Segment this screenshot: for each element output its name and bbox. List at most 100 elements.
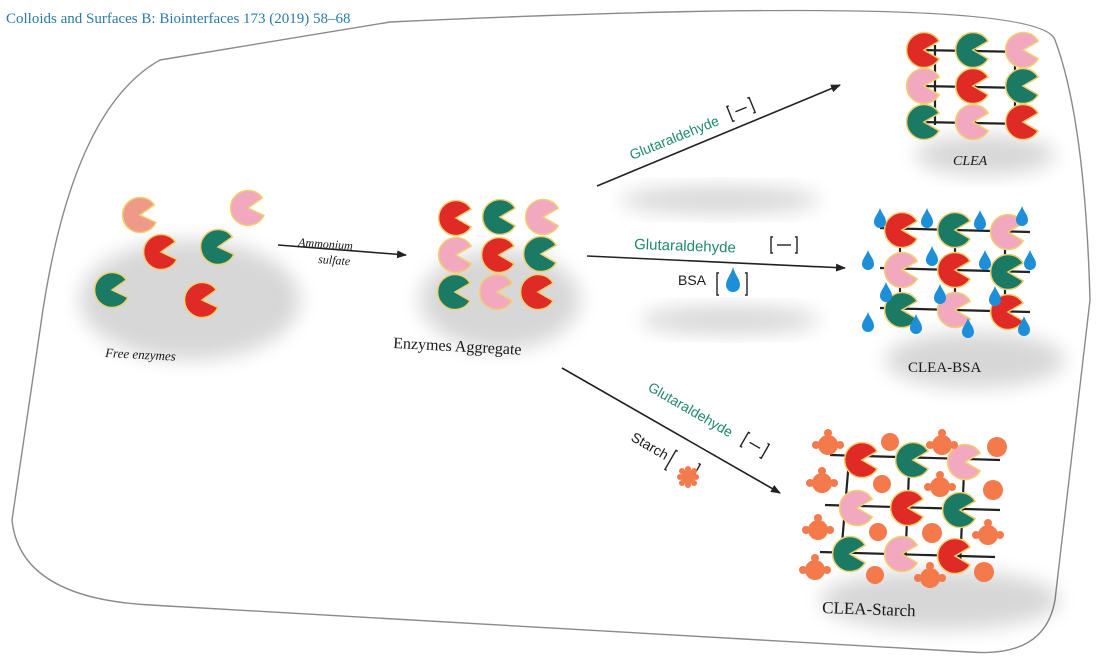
glutaraldehyde-dash-icon [770, 236, 798, 254]
bsa-drop-icon [862, 312, 874, 332]
pacman-enzyme-icon [936, 211, 972, 249]
starch-gear-icon [808, 520, 828, 540]
free-enzymes-group [93, 189, 265, 319]
free-enzymes-label: Free enzymes [104, 345, 176, 364]
pacman-enzyme-icon [889, 489, 925, 527]
bsa-drop-icon [716, 267, 748, 296]
starch-gear-icon [987, 437, 1007, 457]
pacman-enzyme-icon [838, 489, 874, 527]
pacman-enzyme-icon [883, 291, 919, 329]
pacman-enzyme-icon [936, 291, 972, 329]
clea-bsa-arrow [586, 255, 846, 272]
glutaraldehyde-top-label: Glutaraldehyde [627, 112, 721, 162]
pacman-enzyme-icon [954, 31, 990, 69]
pacman-enzyme-icon [946, 443, 982, 481]
starch-gear-icon [812, 473, 832, 493]
pacman-enzyme-icon [941, 491, 977, 529]
pacman-enzyme-icon [522, 235, 558, 273]
pacman-enzyme-icon [831, 535, 867, 573]
glutaraldehyde-top-group: Glutaraldehyde [627, 96, 757, 163]
starch-gear-icon [866, 566, 884, 584]
glutaraldehyde-dash-icon [725, 96, 757, 123]
pacman-enzyme-icon [1004, 67, 1040, 105]
pacman-enzyme-icon [989, 253, 1025, 291]
pacman-enzyme-icon [883, 535, 919, 573]
starch-gear-icon [805, 560, 825, 580]
pacman-enzyme-icon [519, 273, 555, 311]
clea-starch-label: CLEA-Starch [822, 598, 917, 620]
sulfate-label: sulfate [318, 252, 352, 268]
pacman-enzyme-icon [93, 271, 129, 309]
bsa-drop-icon [910, 314, 922, 334]
pacman-enzyme-icon [478, 273, 514, 311]
glutaraldehyde-mid-label: Glutaraldehyde [634, 236, 736, 257]
ammonium-sulfate-arrow [277, 244, 407, 259]
bsa-drop-icon [874, 208, 886, 228]
pacman-enzyme-icon [883, 211, 919, 249]
pacman-enzyme-icon [480, 236, 516, 274]
clea-arrow [596, 84, 841, 187]
starch-gear-icon [974, 562, 994, 582]
bsa-drops [862, 206, 1036, 338]
starch-particle-texture [799, 429, 1004, 582]
enzymes-aggregate-cluster [436, 198, 560, 311]
pacman-enzyme-icon [142, 233, 178, 271]
bsa-drop-icon [974, 210, 986, 230]
starch-gear-icon [930, 477, 950, 497]
clea-bsa-cluster [862, 206, 1036, 338]
clea-cluster [905, 31, 1040, 141]
starch-gear-icon [881, 433, 899, 451]
bsa-drop-icon [979, 250, 991, 270]
pacman-enzyme-icon [436, 273, 472, 311]
pacman-enzyme-icon [905, 31, 941, 69]
clea-bsa-label: CLEA-BSA [908, 360, 982, 376]
pacman-enzyme-icon [936, 251, 972, 289]
starch-gear-icon [978, 525, 998, 545]
starch-gear-icon [920, 568, 940, 588]
pacman-enzyme-icon [183, 281, 219, 319]
starch-label: Starch [629, 429, 672, 463]
pacman-enzyme-icon [481, 198, 517, 236]
bsa-drop-icon [1016, 206, 1028, 226]
bsa-drop-icon [934, 284, 946, 304]
bsa-drop-icon [989, 286, 1001, 306]
glutaraldehyde-dash-icon [739, 431, 771, 460]
starch-gear-icon [677, 466, 699, 488]
enzymes-aggregate-label: Enzymes Aggregate [393, 335, 522, 359]
pacman-enzyme-icon [936, 537, 972, 575]
pacman-enzyme-icon [121, 196, 157, 234]
pacman-enzyme-icon [524, 198, 560, 236]
pacman-enzyme-icon [894, 441, 930, 479]
pacman-enzyme-icon [954, 103, 990, 141]
bsa-drop-icon [862, 250, 874, 270]
bsa-drop-icon [926, 246, 938, 266]
clea-label: CLEA [953, 154, 988, 169]
pacman-enzyme-icon [1004, 31, 1040, 69]
journal-citation: Colloids and Surfaces B: Biointerfaces 1… [6, 11, 351, 27]
bsa-drop-icon [1018, 316, 1030, 336]
pacman-enzyme-icon [905, 67, 941, 105]
pacman-enzyme-icon [843, 441, 879, 479]
pacman-enzyme-icon [954, 67, 990, 105]
bsa-drop-icon [962, 318, 974, 338]
ammonium-label: Ammonium [297, 235, 354, 253]
starch-gear-icon [873, 475, 891, 493]
glutaraldehyde-bottom-label: Glutaraldehyde [646, 379, 736, 440]
starch-gear-icon [983, 480, 1003, 500]
starch-gear-icon [818, 435, 838, 455]
starch-gear-icon [922, 523, 942, 543]
clea-starch-arrow [561, 367, 781, 494]
pacman-enzyme-icon [989, 213, 1025, 251]
bsa-drop-icon [880, 282, 892, 302]
pacman-enzyme-icon [905, 103, 941, 141]
clea-starch-cluster [799, 429, 1007, 588]
starch-gear-icon [869, 523, 887, 541]
pacman-enzyme-icon [229, 189, 265, 227]
starch-gear-icon [932, 435, 952, 455]
pacman-enzyme-icon [1004, 103, 1040, 141]
pacman-enzyme-icon [199, 228, 235, 266]
pacman-enzyme-icon [437, 236, 473, 274]
bsa-drop-icon [1024, 250, 1036, 270]
pacman-enzyme-icon [883, 251, 919, 289]
